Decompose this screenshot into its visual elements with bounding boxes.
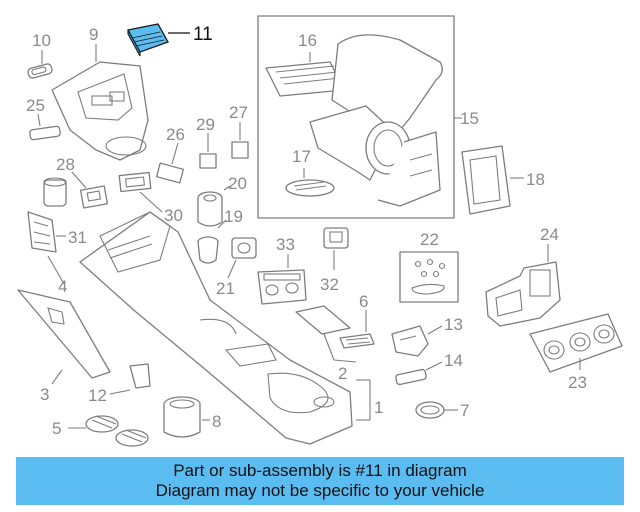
info-banner: Part or sub-assembly is #11 in diagram D… <box>16 457 624 505</box>
part-22-inset <box>399 251 459 303</box>
callout-13: 13 <box>444 315 463 334</box>
part-32-left <box>43 177 67 207</box>
callout-7: 7 <box>460 401 469 420</box>
part-27 <box>231 141 249 159</box>
part-5-grilles <box>85 415 149 447</box>
callout-15: 15 <box>460 109 479 128</box>
part-19 <box>197 236 219 264</box>
callout-3: 3 <box>40 385 49 404</box>
banner-line-1: Part or sub-assembly is #11 in diagram <box>173 461 467 480</box>
callout-20: 20 <box>228 174 247 193</box>
part-28 <box>79 185 109 209</box>
part-23-climate-panel <box>529 313 623 373</box>
callout-16: 16 <box>298 31 317 50</box>
part-21 <box>231 237 257 259</box>
callout-28: 28 <box>56 155 75 174</box>
part-10 <box>27 63 53 79</box>
callout-10: 10 <box>32 31 51 50</box>
part-24-bracket <box>485 261 561 327</box>
part-11-tray[interactable] <box>127 23 169 57</box>
callout-12: 12 <box>88 386 107 405</box>
callout-9: 9 <box>89 25 98 44</box>
part-6-pad <box>295 305 375 349</box>
callout-19: 19 <box>224 207 243 226</box>
part-30 <box>118 171 152 193</box>
callout-1: 1 <box>374 398 383 417</box>
part-9-bezel <box>51 61 149 161</box>
part-7-ring <box>415 401 445 419</box>
callout-5: 5 <box>52 419 61 438</box>
center-console <box>79 211 353 445</box>
callout-8: 8 <box>212 412 221 431</box>
callout-11: 11 <box>193 24 213 45</box>
callout-33: 33 <box>276 235 295 254</box>
part-33-switch-panel <box>257 269 307 305</box>
part-8-cup <box>163 396 201 438</box>
callout-31: 31 <box>68 228 87 247</box>
callout-25: 25 <box>26 96 45 115</box>
part-32-switch <box>323 227 349 249</box>
callout-32: 32 <box>320 275 339 294</box>
part-20-socket <box>197 191 223 227</box>
part-26 <box>155 162 185 184</box>
part-25 <box>29 125 61 141</box>
part-14-clip <box>395 368 427 386</box>
callout-29: 29 <box>196 115 215 134</box>
armrest-inset <box>257 15 455 219</box>
callout-6: 6 <box>359 292 368 311</box>
callout-24: 24 <box>540 225 559 244</box>
callout-27: 27 <box>229 103 248 122</box>
part-29 <box>199 153 217 169</box>
callout-14: 14 <box>444 351 463 370</box>
callout-17: 17 <box>292 147 311 166</box>
part-31-bracket <box>27 211 57 253</box>
callout-18: 18 <box>526 170 545 189</box>
part-12 <box>129 363 151 389</box>
part-13-bracket <box>391 325 429 357</box>
part-18-lid <box>461 145 511 215</box>
callout-30: 30 <box>164 206 183 225</box>
callout-2: 2 <box>338 364 347 383</box>
callout-23: 23 <box>568 373 587 392</box>
callout-26: 26 <box>166 125 185 144</box>
callout-22: 22 <box>420 230 439 249</box>
callout-21: 21 <box>216 279 235 298</box>
banner-line-2: Diagram may not be specific to your vehi… <box>155 481 485 500</box>
callout-4: 4 <box>58 277 67 296</box>
part-3-side-panel <box>17 289 111 379</box>
